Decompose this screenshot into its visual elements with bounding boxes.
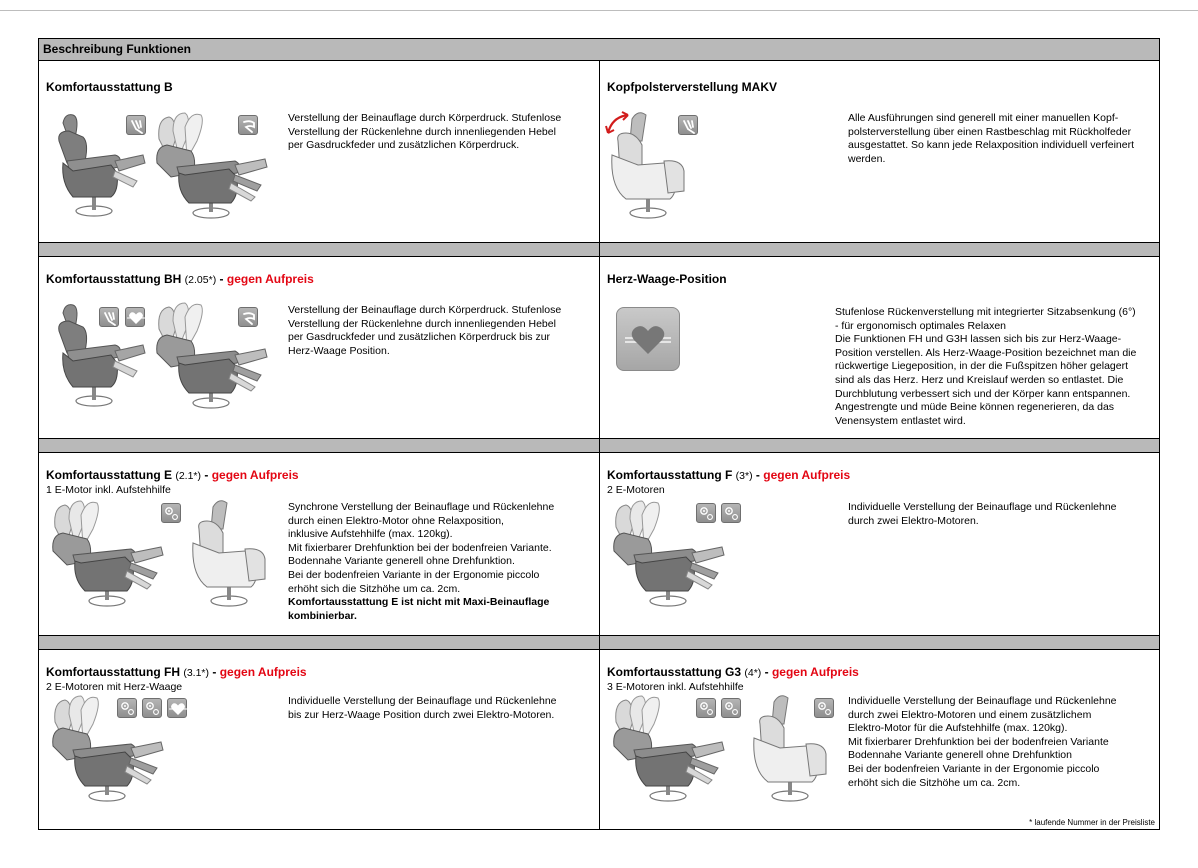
surcharge-label: gegen Aufpreis bbox=[771, 665, 859, 679]
cell-description: Individuelle Verstellung der Beinauflage… bbox=[848, 501, 1117, 527]
motor-gear-icon bbox=[142, 698, 162, 718]
title-text: Komfortausstattung G3 bbox=[607, 665, 742, 679]
hand-push-icon bbox=[99, 307, 119, 327]
cell-komfort-b: Komfortausstattung B Verstellung der Bei… bbox=[39, 61, 599, 242]
chair-illustration bbox=[192, 500, 266, 607]
cell-title: Komfortausstattung F (3*) - gegen Aufpre… bbox=[607, 468, 850, 482]
price-list-number: (3.1*) bbox=[183, 667, 210, 679]
footnote: * laufende Nummer in der Preisliste bbox=[1029, 818, 1155, 827]
motor-gear-icon bbox=[696, 503, 716, 523]
motor-gear-icon bbox=[814, 698, 834, 718]
cell-komfort-g3: Komfortausstattung G3 (4*) - gegen Aufpr… bbox=[600, 650, 1159, 830]
heart-icon bbox=[616, 307, 680, 371]
surcharge-label: gegen Aufpreis bbox=[226, 272, 314, 286]
cell-makv: Kopfpolsterverstellung MAKV Alle Ausführ… bbox=[600, 61, 1159, 242]
motor-gear-icon bbox=[696, 698, 716, 718]
table-header: Beschreibung Funktionen bbox=[39, 39, 1159, 61]
price-list-number: (2.05*) bbox=[184, 274, 217, 286]
heart-icon bbox=[125, 307, 145, 327]
hand-push-icon bbox=[126, 115, 146, 135]
cell-description: Individuelle Verstellung der Beinauflage… bbox=[848, 695, 1117, 789]
motor-gear-icon bbox=[721, 698, 741, 718]
cell-title: Komfortausstattung E (2.1*) - gegen Aufp… bbox=[46, 468, 299, 482]
function-table: Beschreibung Funktionen Komfortausstattu… bbox=[38, 38, 1160, 830]
cell-komfort-f: Komfortausstattung F (3*) - gegen Aufpre… bbox=[600, 453, 1159, 635]
heart-icon bbox=[167, 698, 187, 718]
title-dash: - bbox=[752, 468, 764, 482]
surcharge-label: gegen Aufpreis bbox=[763, 468, 851, 482]
head-tilt-arrow-icon bbox=[605, 111, 629, 134]
cell-description: Alle Ausführungen sind generell mit eine… bbox=[848, 112, 1135, 165]
surcharge-label: gegen Aufpreis bbox=[219, 665, 307, 679]
cell-description: Synchrone Verstellung der Beinauflage un… bbox=[288, 501, 554, 623]
hand-push-icon bbox=[678, 115, 698, 135]
lever-icon bbox=[238, 307, 258, 327]
cell-title: Komfortausstattung B bbox=[46, 80, 173, 94]
title-text: Komfortausstattung BH bbox=[46, 272, 182, 286]
cell-description: Individuelle Verstellung der Beinauflage… bbox=[288, 695, 557, 721]
cell-description: Verstellung der Beinauflage durch Körper… bbox=[288, 112, 562, 152]
cell-komfort-bh: Komfortausstattung BH (2.05*) - gegen Au… bbox=[39, 257, 599, 438]
surcharge-label: gegen Aufpreis bbox=[211, 468, 299, 482]
title-dash: - bbox=[761, 665, 772, 679]
motor-subtitle: 3 E-Motoren inkl. Aufstehhilfe bbox=[607, 681, 744, 693]
cell-title: Komfortausstattung BH (2.05*) - gegen Au… bbox=[46, 272, 314, 286]
motor-gear-icon bbox=[161, 503, 181, 523]
cell-title: Herz-Waage-Position bbox=[607, 272, 727, 286]
price-list-number: (3*) bbox=[735, 470, 753, 482]
title-text: Komfortausstattung E bbox=[46, 468, 172, 482]
cell-description: Stufenlose Rückenverstellung mit integri… bbox=[835, 306, 1137, 427]
price-list-number: (4*) bbox=[744, 667, 762, 679]
motor-gear-icon bbox=[721, 503, 741, 523]
title-text: Komfortausstattung F bbox=[607, 468, 733, 482]
cell-title: Kopfpolsterverstellung MAKV bbox=[607, 80, 778, 94]
motor-gear-icon bbox=[117, 698, 137, 718]
title-dash: - bbox=[209, 665, 220, 679]
price-list-number: (2.1*) bbox=[175, 470, 202, 482]
chair-illustration bbox=[156, 302, 268, 409]
cell-title: Komfortausstattung FH (3.1*) - gegen Auf… bbox=[46, 665, 307, 679]
motor-subtitle: 2 E-Motoren bbox=[607, 484, 665, 496]
cell-title: Komfortausstattung G3 (4*) - gegen Aufpr… bbox=[607, 665, 859, 679]
cell-description: Verstellung der Beinauflage durch Körper… bbox=[288, 304, 562, 357]
column-divider bbox=[599, 60, 600, 830]
motor-subtitle: 2 E-Motoren mit Herz-Waage bbox=[46, 681, 183, 693]
cell-komfort-fh: Komfortausstattung FH (3.1*) - gegen Auf… bbox=[39, 650, 599, 830]
motor-subtitle: 1 E-Motor inkl. Aufstehhilfe bbox=[46, 484, 171, 496]
title-dash: - bbox=[216, 272, 227, 286]
lever-icon bbox=[238, 115, 258, 135]
title-text: Komfortausstattung FH bbox=[46, 665, 180, 679]
title-dash: - bbox=[201, 468, 212, 482]
description-warning: Komfortausstattung E ist nicht mit Maxi-… bbox=[288, 596, 550, 622]
chair-illustration bbox=[156, 112, 268, 219]
cell-herz-waage: Herz-Waage-Position Stufenlose Rückenver… bbox=[600, 257, 1159, 438]
top-divider bbox=[0, 10, 1198, 11]
description-text: Synchrone Verstellung der Beinauflage un… bbox=[288, 501, 555, 595]
cell-komfort-e: Komfortausstattung E (2.1*) - gegen Aufp… bbox=[39, 453, 599, 635]
